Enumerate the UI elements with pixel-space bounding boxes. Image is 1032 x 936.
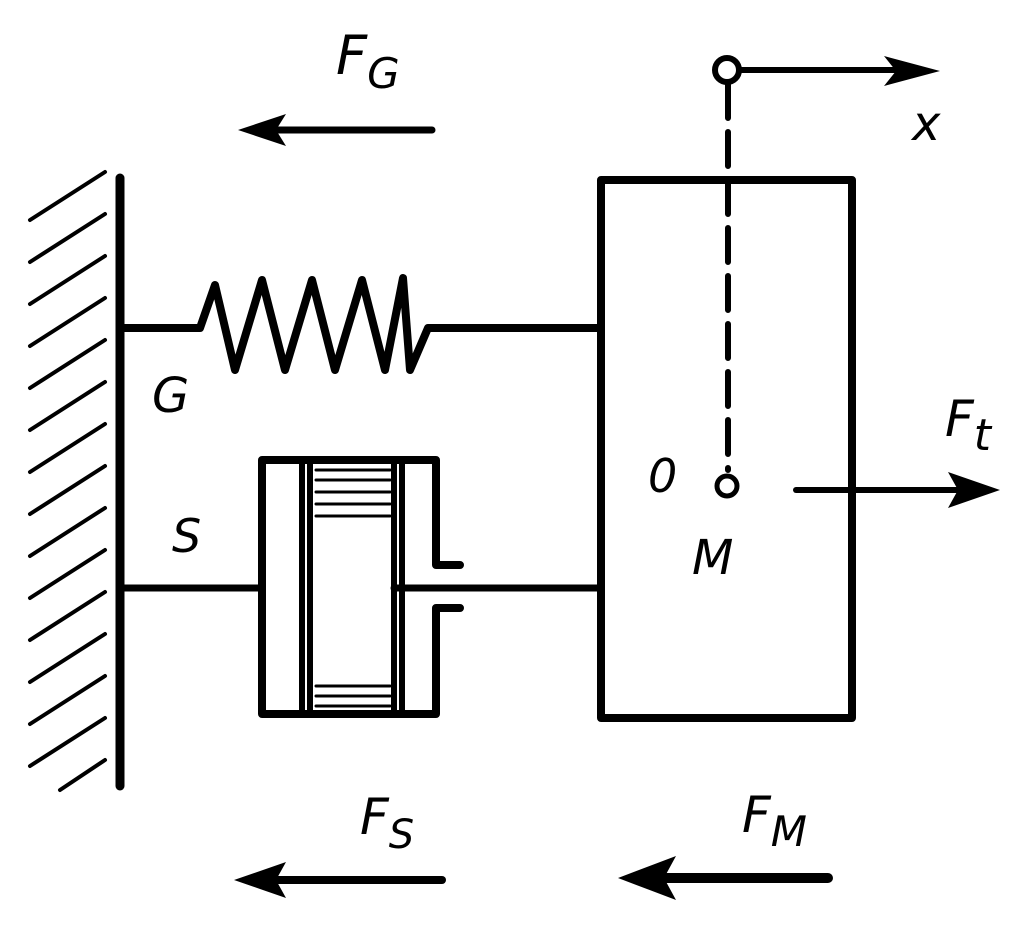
- spring: [116, 274, 602, 374]
- label-f-s-subscript: S: [389, 812, 414, 858]
- label-f-t: Ft: [945, 390, 993, 461]
- label-f-g: FG: [336, 24, 400, 98]
- axis-origin-circle: [712, 55, 742, 85]
- damper-cylinder: [258, 456, 464, 718]
- label-mass-m: M: [692, 530, 733, 586]
- label-spring-g: G: [152, 368, 189, 424]
- damper-piston: [299, 457, 405, 717]
- arrow-f-g: [238, 114, 436, 146]
- wall-hatching: [28, 170, 107, 792]
- wall: [28, 170, 125, 792]
- displacement-axis: [712, 55, 940, 499]
- label-f-m: FM: [742, 786, 807, 856]
- center-of-mass-circle: [714, 473, 740, 499]
- label-damper-s: S: [172, 509, 201, 563]
- damper-fluid-lines: [314, 468, 392, 708]
- label-f-g-subscript: G: [367, 49, 400, 98]
- label-f-s: FS: [360, 788, 414, 858]
- label-axis-x: x: [910, 96, 941, 152]
- arrow-f-t: [793, 472, 1000, 508]
- label-f-m-subscript: M: [771, 807, 807, 856]
- arrow-f-m: [618, 856, 833, 900]
- arrow-f-s: [234, 862, 446, 898]
- damper: [116, 456, 602, 718]
- axis-x-arrowhead: [884, 56, 940, 86]
- label-f-t-subscript: t: [974, 410, 993, 461]
- label-origin: 0: [648, 449, 677, 503]
